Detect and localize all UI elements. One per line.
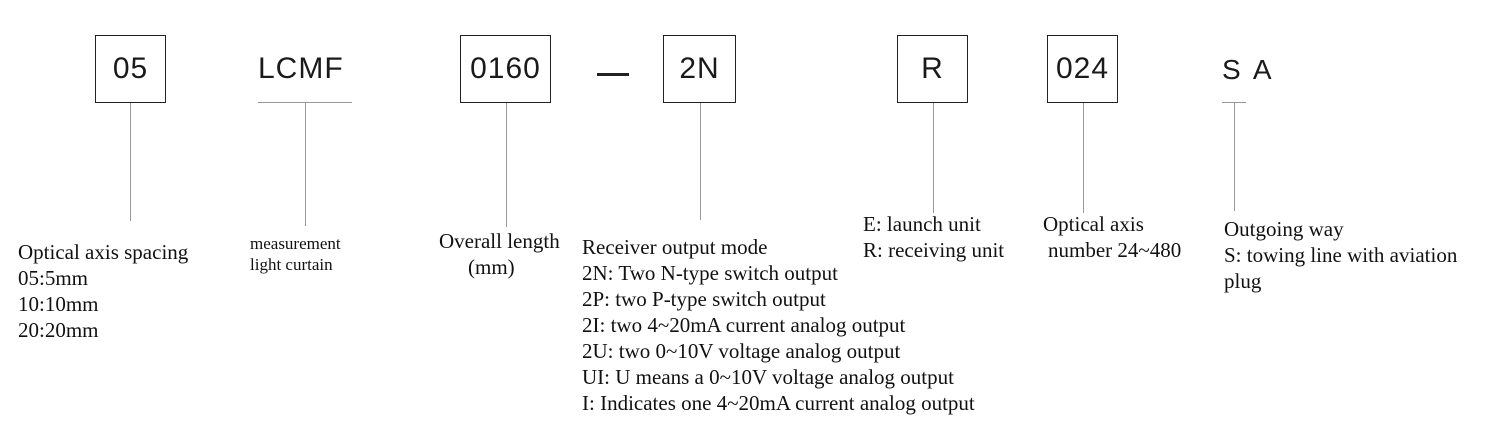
desc-axes-line: Optical axis — [1043, 212, 1144, 236]
connector-length — [506, 103, 507, 227]
connector-unit — [933, 103, 934, 213]
connector-axes — [1083, 103, 1084, 213]
desc-output-line: I: Indicates one 4~20mA current analog o… — [582, 391, 975, 415]
desc-output-line: 2N: Two N-type switch output — [582, 261, 838, 285]
desc-output-line: 2U: two 0~10V voltage analog output — [582, 339, 901, 363]
desc-output-line: 2P: two P-type switch output — [582, 287, 826, 311]
code-box-unit: R — [897, 35, 968, 103]
desc-type-line: measurement — [250, 234, 341, 253]
code-box-length: 0160 — [460, 35, 551, 103]
code-box-spacing: 05 — [95, 35, 166, 103]
desc-length: Overall length (mm) — [439, 228, 560, 280]
connector-output — [700, 103, 701, 220]
code-text-type: LCMF — [258, 52, 344, 85]
desc-axes: Optical axis number 24~480 — [1043, 211, 1181, 263]
desc-spacing-title: Optical axis spacing — [18, 240, 189, 264]
desc-outgoing-line: plug — [1224, 269, 1262, 293]
desc-output-line: 2I: two 4~20mA current analog output — [582, 313, 906, 337]
desc-output-line: UI: U means a 0~10V voltage analog outpu… — [582, 365, 954, 389]
desc-type-line: light curtain — [250, 255, 333, 274]
desc-spacing-line: 10:10mm — [18, 292, 99, 316]
code-text-outgoing: S A — [1222, 54, 1273, 85]
connector-spacing — [130, 103, 131, 221]
desc-outgoing-line: S: towing line with aviation — [1224, 243, 1458, 267]
desc-unit: E: launch unit R: receiving unit — [863, 211, 1004, 263]
code-underline-outgoing — [1222, 102, 1246, 103]
desc-spacing-line: 20:20mm — [18, 318, 99, 342]
desc-length-line: (mm) — [468, 255, 515, 279]
desc-type: measurement light curtain — [250, 233, 341, 275]
desc-axes-line: number 24~480 — [1048, 238, 1182, 262]
desc-length-line: Overall length — [439, 229, 560, 253]
code-dash — [597, 73, 629, 76]
desc-outgoing-line: Outgoing way — [1224, 217, 1344, 241]
desc-spacing: Optical axis spacing 05:5mm 10:10mm 20:2… — [18, 239, 188, 343]
connector-type — [305, 103, 306, 226]
desc-spacing-line: 05:5mm — [18, 266, 89, 290]
desc-unit-line: R: receiving unit — [863, 238, 1005, 262]
desc-unit-line: E: launch unit — [863, 212, 981, 236]
code-box-output: 2N — [663, 35, 736, 103]
code-box-axes: 024 — [1047, 35, 1118, 103]
desc-outgoing: Outgoing way S: towing line with aviatio… — [1224, 216, 1457, 294]
connector-outgoing — [1234, 103, 1235, 211]
desc-output: Receiver output mode 2N: Two N-type swit… — [582, 234, 975, 416]
code-underline-type — [258, 102, 352, 103]
desc-output-title: Receiver output mode — [582, 235, 768, 259]
